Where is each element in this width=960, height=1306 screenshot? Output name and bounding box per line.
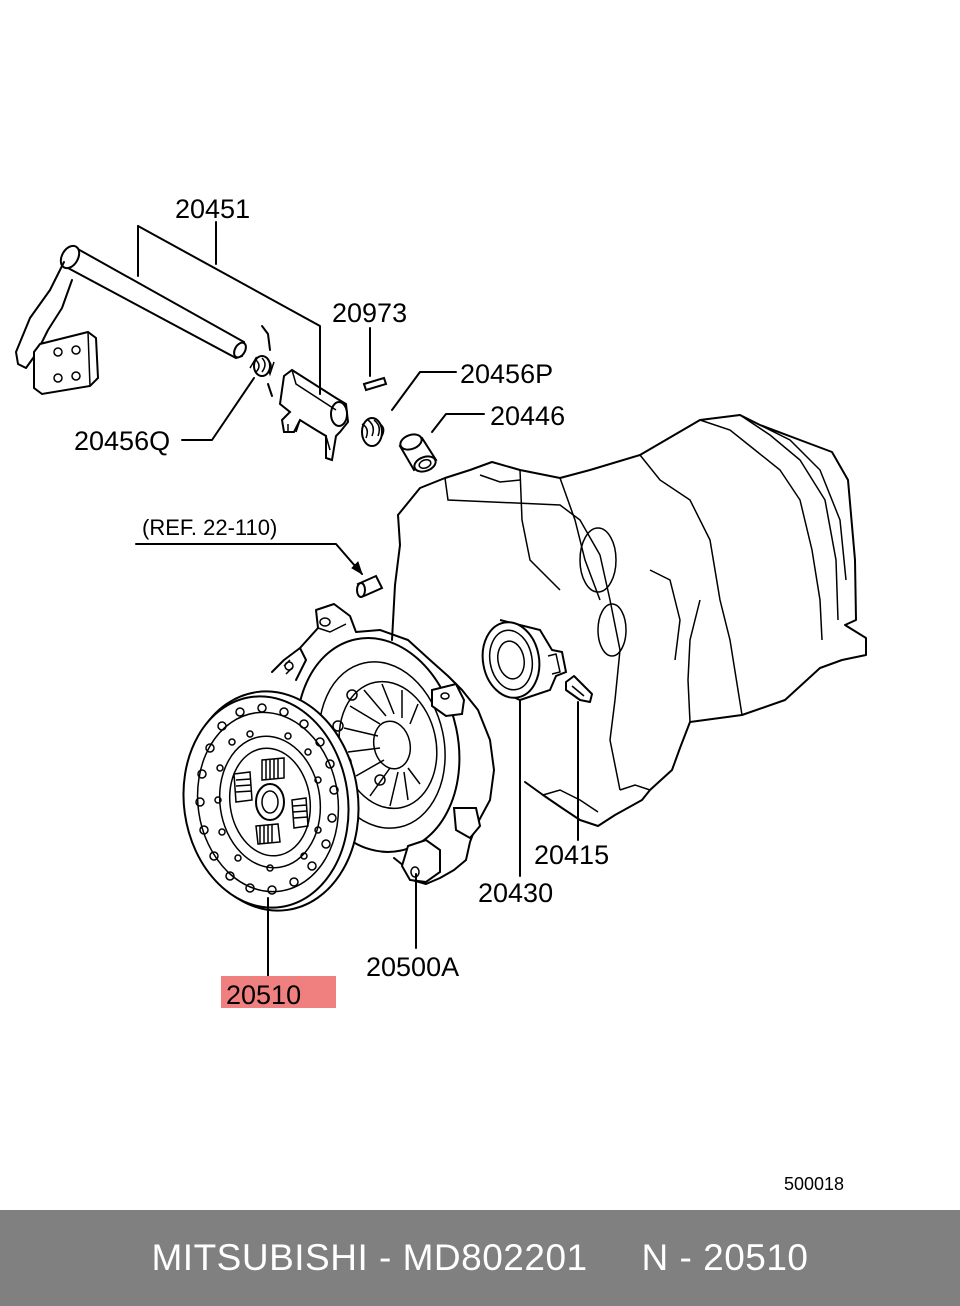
footer-part-info: MITSUBISHI - MD802201 N - 20510 xyxy=(151,1237,809,1278)
release-bearing xyxy=(481,619,568,702)
transmission-housing xyxy=(391,414,867,827)
label-20510: 20510 xyxy=(226,980,301,1010)
clip-20415 xyxy=(565,675,593,703)
bushing-20446 xyxy=(398,433,438,473)
label-20973: 20973 xyxy=(332,298,407,328)
release-fork xyxy=(278,368,350,462)
label-20451: 20451 xyxy=(175,194,250,224)
part-20510-highlight xyxy=(221,976,336,1008)
label-20446: 20446 xyxy=(490,401,565,431)
label-20430: 20430 xyxy=(478,878,553,908)
label-ref: (REF. 22-110) xyxy=(142,515,277,540)
label-20456q: 20456Q xyxy=(74,426,170,456)
ref-bolt xyxy=(356,574,384,598)
spring-20456q xyxy=(249,355,275,377)
clutch-disc xyxy=(182,690,360,912)
footer-bar: MITSUBISHI - MD802201 N - 20510 xyxy=(0,1210,960,1306)
spring-20456p xyxy=(361,417,385,447)
label-20500a: 20500A xyxy=(366,952,459,982)
pin-20973 xyxy=(362,376,388,392)
label-20415: 20415 xyxy=(534,840,609,870)
release-fork-shaft xyxy=(15,244,273,397)
clutch-parts-diagram: 20451 20973 20456P 20446 20456Q (REF. 22… xyxy=(15,194,867,1194)
leader-lines xyxy=(135,221,579,977)
label-20456p: 20456P xyxy=(460,359,553,389)
diagram-code: 500018 xyxy=(784,1174,844,1194)
